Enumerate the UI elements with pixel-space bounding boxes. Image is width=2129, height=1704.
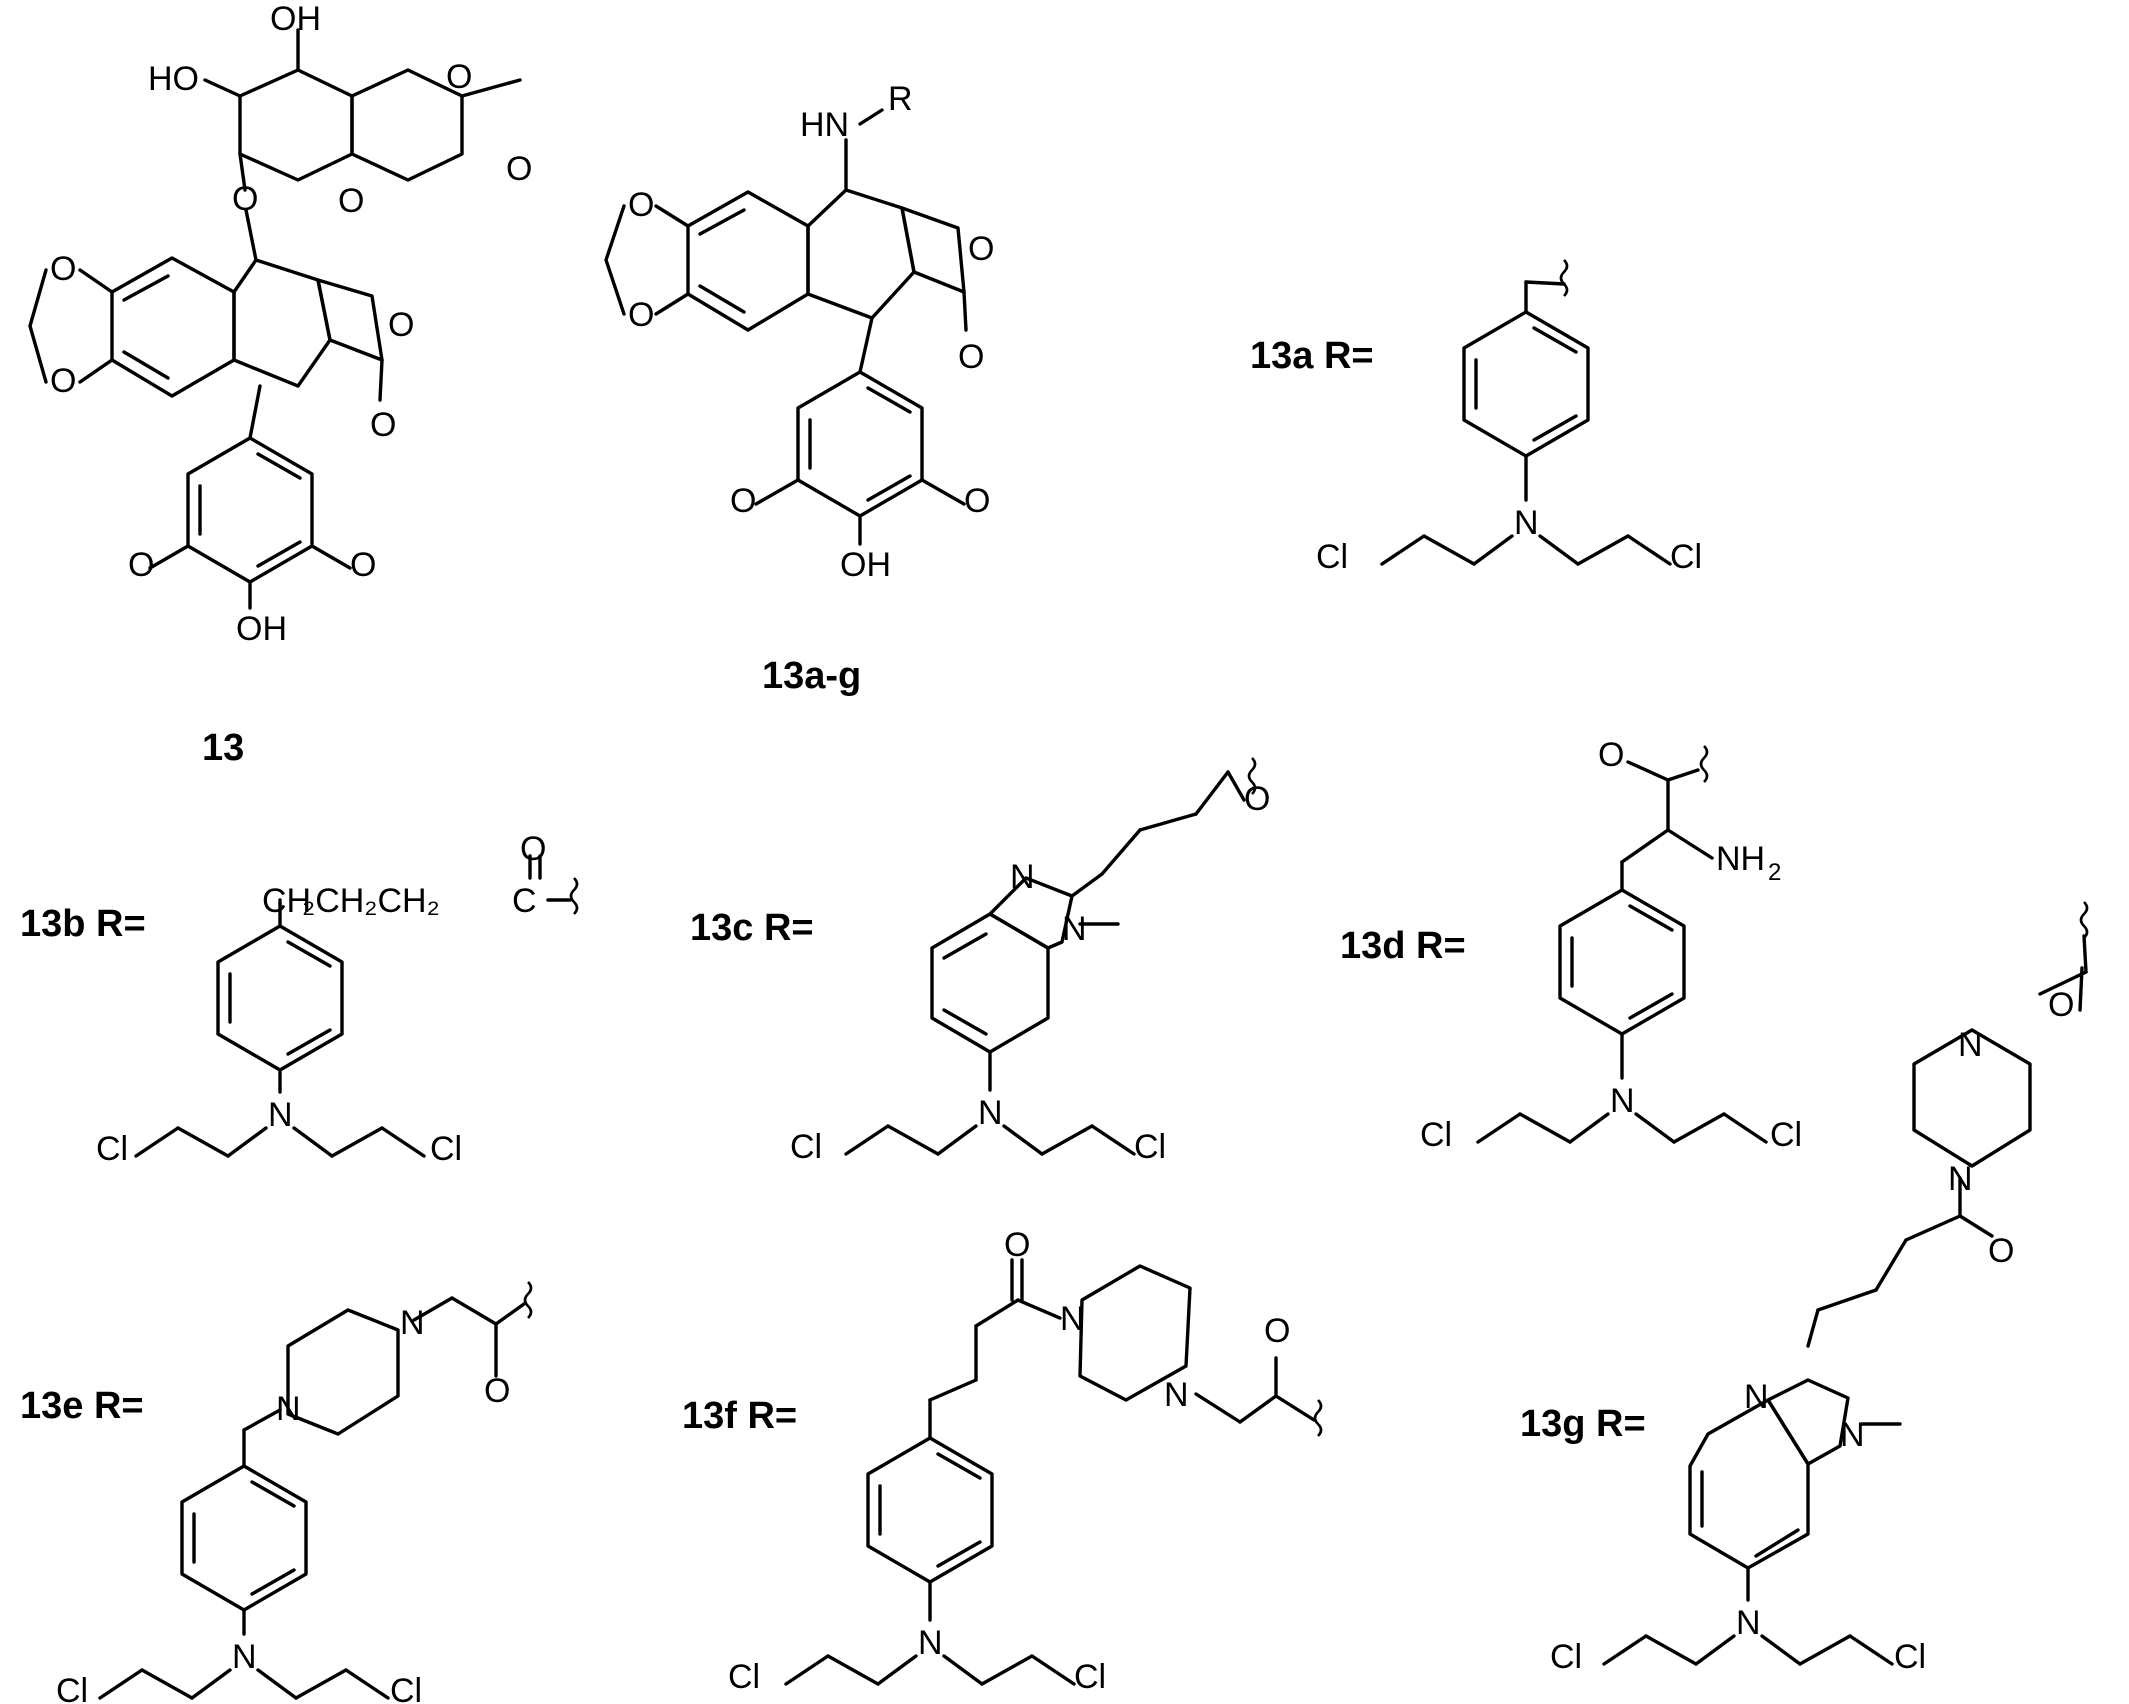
svg-text:N: N [1010, 858, 1035, 896]
svg-text:Cl: Cl [1770, 1116, 1802, 1154]
atoms-13a-g: HN R O O O O O O OH [628, 80, 994, 584]
svg-text:O: O [350, 546, 376, 584]
svg-text:N: N [1736, 1604, 1761, 1642]
atoms-13: OH HO O O O O O O O O O O OH [50, 0, 532, 648]
svg-text:O: O [628, 186, 654, 224]
svg-text:N: N [918, 1624, 943, 1662]
svg-text:O: O [1244, 780, 1270, 818]
atoms-13b: CH O N Cl Cl C [96, 830, 546, 1168]
svg-text:Cl: Cl [390, 1672, 422, 1704]
svg-text:Cl: Cl [56, 1672, 88, 1704]
svg-text:N: N [1514, 504, 1539, 542]
svg-text:N: N [1840, 1416, 1865, 1454]
svg-text:O: O [628, 296, 654, 334]
svg-text:Cl: Cl [1670, 538, 1702, 576]
atoms-13a: N Cl Cl [1316, 504, 1702, 576]
svg-text:Cl: Cl [430, 1130, 462, 1168]
svg-text:O: O [338, 182, 364, 220]
svg-text:O: O [484, 1372, 510, 1410]
svg-text:N: N [276, 1390, 301, 1428]
structure-13 [28, 28, 522, 610]
label-13b: 13b R= [20, 903, 146, 945]
atoms-13e: N N O N Cl Cl [56, 1304, 510, 1704]
svg-text:Cl: Cl [1894, 1638, 1926, 1676]
structure-13e [98, 1280, 533, 1700]
structure-13c [844, 756, 1257, 1156]
svg-text:O: O [1004, 1226, 1030, 1264]
label-13f: 13f R= [682, 1395, 797, 1437]
svg-text:O: O [1988, 1232, 2014, 1270]
svg-text:O: O [506, 150, 532, 188]
label-13e: 13e R= [20, 1385, 144, 1427]
svg-text:O: O [446, 58, 472, 96]
structure-13g [1602, 900, 2089, 1666]
svg-text:O: O [50, 250, 76, 288]
svg-text:Cl: Cl [1420, 1116, 1452, 1154]
svg-text:O: O [968, 230, 994, 268]
label-13a-g: 13a-g [762, 655, 861, 697]
svg-text:C: C [512, 882, 537, 920]
svg-text:N: N [1164, 1376, 1189, 1414]
svg-text:N: N [1610, 1082, 1635, 1120]
label-13: 13 [202, 727, 244, 769]
svg-text:OH: OH [270, 0, 321, 38]
svg-text:O: O [520, 830, 546, 868]
svg-text:N: N [268, 1096, 293, 1134]
svg-text:Cl: Cl [1134, 1128, 1166, 1166]
label-13a: 13a R= [1250, 335, 1374, 377]
structure-13b [134, 854, 579, 1158]
svg-text:O: O [388, 306, 414, 344]
svg-text:R: R [888, 80, 913, 118]
svg-text:Cl: Cl [790, 1128, 822, 1166]
svg-text:Cl: Cl [728, 1658, 760, 1696]
svg-text:O: O [730, 482, 756, 520]
svg-text:Cl: Cl [1074, 1658, 1106, 1696]
atoms-13f: O N N O N Cl Cl [728, 1226, 1290, 1696]
svg-text:N: N [1060, 1300, 1085, 1338]
structure-13a-g [604, 108, 968, 546]
svg-text:N: N [1958, 1026, 1983, 1064]
structure-13a [1380, 258, 1672, 566]
svg-text:O: O [128, 546, 154, 584]
atoms-13c: N N O N Cl Cl [790, 780, 1270, 1166]
svg-text:N: N [232, 1638, 257, 1676]
svg-text:2: 2 [1768, 859, 1781, 886]
structure-13f [784, 1258, 1323, 1686]
svg-text:N: N [1948, 1160, 1973, 1198]
svg-text:O: O [2048, 986, 2074, 1024]
label-13c: 13c R= [690, 907, 814, 949]
svg-text:Cl: Cl [96, 1130, 128, 1168]
chain-13b-text: ₂CH₂CH₂ [302, 882, 440, 920]
label-13g: 13g R= [1520, 1403, 1646, 1445]
label-13d: 13d R= [1340, 925, 1466, 967]
svg-text:O: O [232, 180, 258, 218]
svg-text:Cl: Cl [1316, 538, 1348, 576]
svg-text:N: N [1062, 910, 1087, 948]
svg-text:O: O [958, 338, 984, 376]
svg-text:CH: CH [262, 882, 311, 920]
svg-text:O: O [50, 362, 76, 400]
svg-text:O: O [1264, 1312, 1290, 1350]
svg-text:NH: NH [1716, 840, 1765, 878]
structure-13d [1476, 744, 1768, 1144]
svg-text:HO: HO [148, 60, 199, 98]
svg-text:N: N [400, 1304, 425, 1342]
svg-text:Cl: Cl [1550, 1638, 1582, 1676]
svg-text:N: N [978, 1094, 1003, 1132]
svg-text:O: O [1598, 736, 1624, 774]
svg-text:O: O [370, 406, 396, 444]
svg-text:OH: OH [840, 546, 891, 584]
svg-text:OH: OH [236, 610, 287, 648]
atoms-13d: O NH 2 N Cl Cl [1420, 736, 1802, 1154]
svg-text:HN: HN [800, 106, 849, 144]
svg-text:O: O [964, 482, 990, 520]
atoms-13g: O N N O N N N Cl Cl [1550, 986, 2074, 1676]
svg-text:N: N [1744, 1378, 1769, 1416]
